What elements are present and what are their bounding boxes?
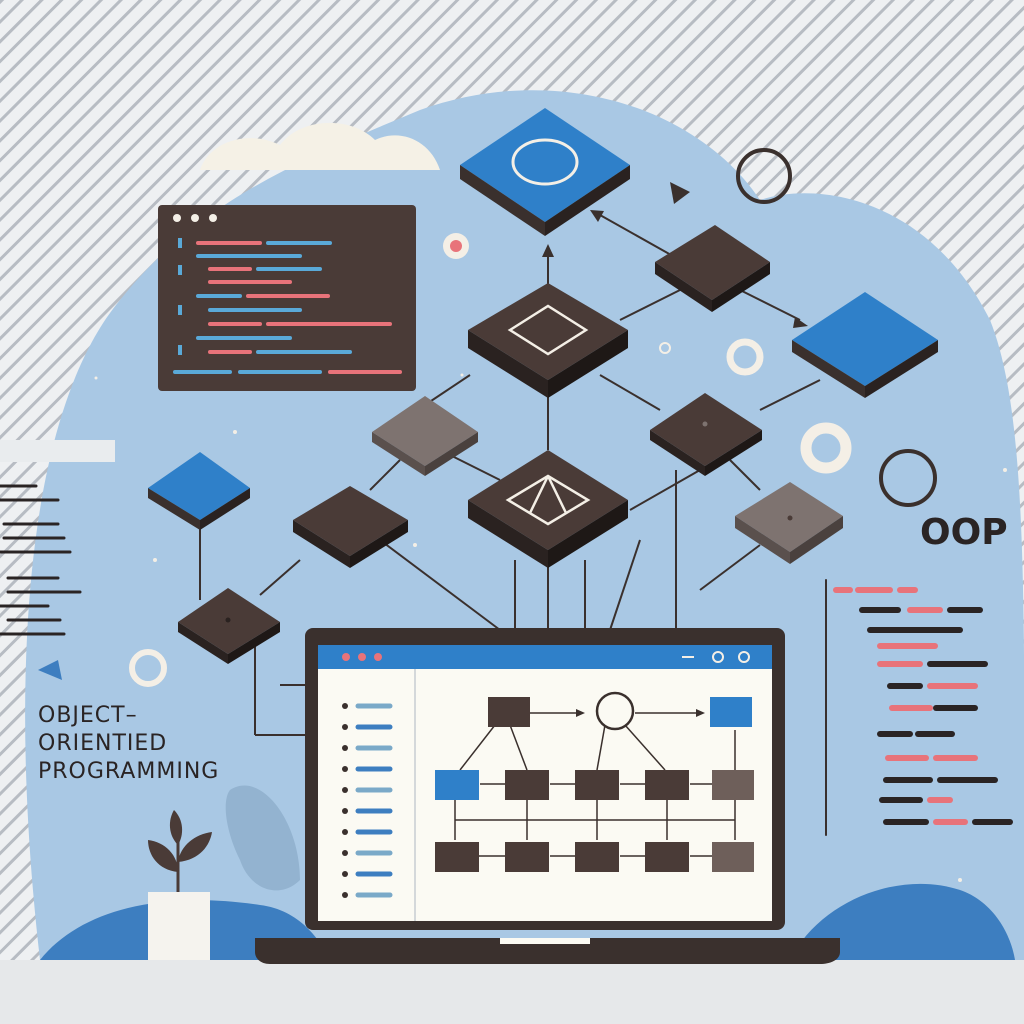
node-dark-bottom-left <box>178 588 280 664</box>
decorative-circles <box>129 148 937 687</box>
circle-symbol-icon <box>511 138 579 186</box>
leaf-shape <box>225 785 300 891</box>
caption-line-3: PROGRAMMING <box>38 759 220 784</box>
node-diamond-upper <box>468 283 628 398</box>
caption-line-1: OBJECT– <box>38 703 138 728</box>
left-code-lines <box>0 484 82 636</box>
node-dark-left <box>293 486 408 568</box>
node-dark-mid-right <box>650 393 762 476</box>
plant-icon <box>148 810 212 960</box>
code-window-icon <box>158 205 416 391</box>
caption-object-oriented-programming: OBJECT– ORIENTIED PROGRAMMING <box>38 702 268 786</box>
left-panel <box>0 440 115 462</box>
small-blob-icon <box>38 660 62 680</box>
node-gray-left <box>372 396 478 476</box>
ground <box>0 960 1024 1024</box>
triangle-symbol-icon <box>505 474 591 526</box>
cloud-icon <box>200 122 440 170</box>
node-dark-upper-right <box>655 225 770 312</box>
arrow-heads <box>542 210 808 328</box>
caption-line-2: ORIENTIED <box>38 731 168 756</box>
node-triangle-center <box>468 450 628 568</box>
connector-lines <box>199 214 821 736</box>
ground-hill <box>790 883 1015 960</box>
node-gray-right <box>735 482 843 564</box>
right-code-panel <box>825 579 1013 836</box>
small-triangle-icon <box>670 182 690 204</box>
diamond-symbol-icon <box>507 304 589 356</box>
caption-oop: OOP <box>920 512 1008 553</box>
sparkles <box>94 373 1007 882</box>
node-blue-right <box>792 292 938 398</box>
node-blue-top <box>460 108 630 236</box>
laptop-sidebar-list <box>342 703 393 898</box>
class-diagram-icon <box>435 691 754 872</box>
node-blue-left <box>148 452 250 530</box>
